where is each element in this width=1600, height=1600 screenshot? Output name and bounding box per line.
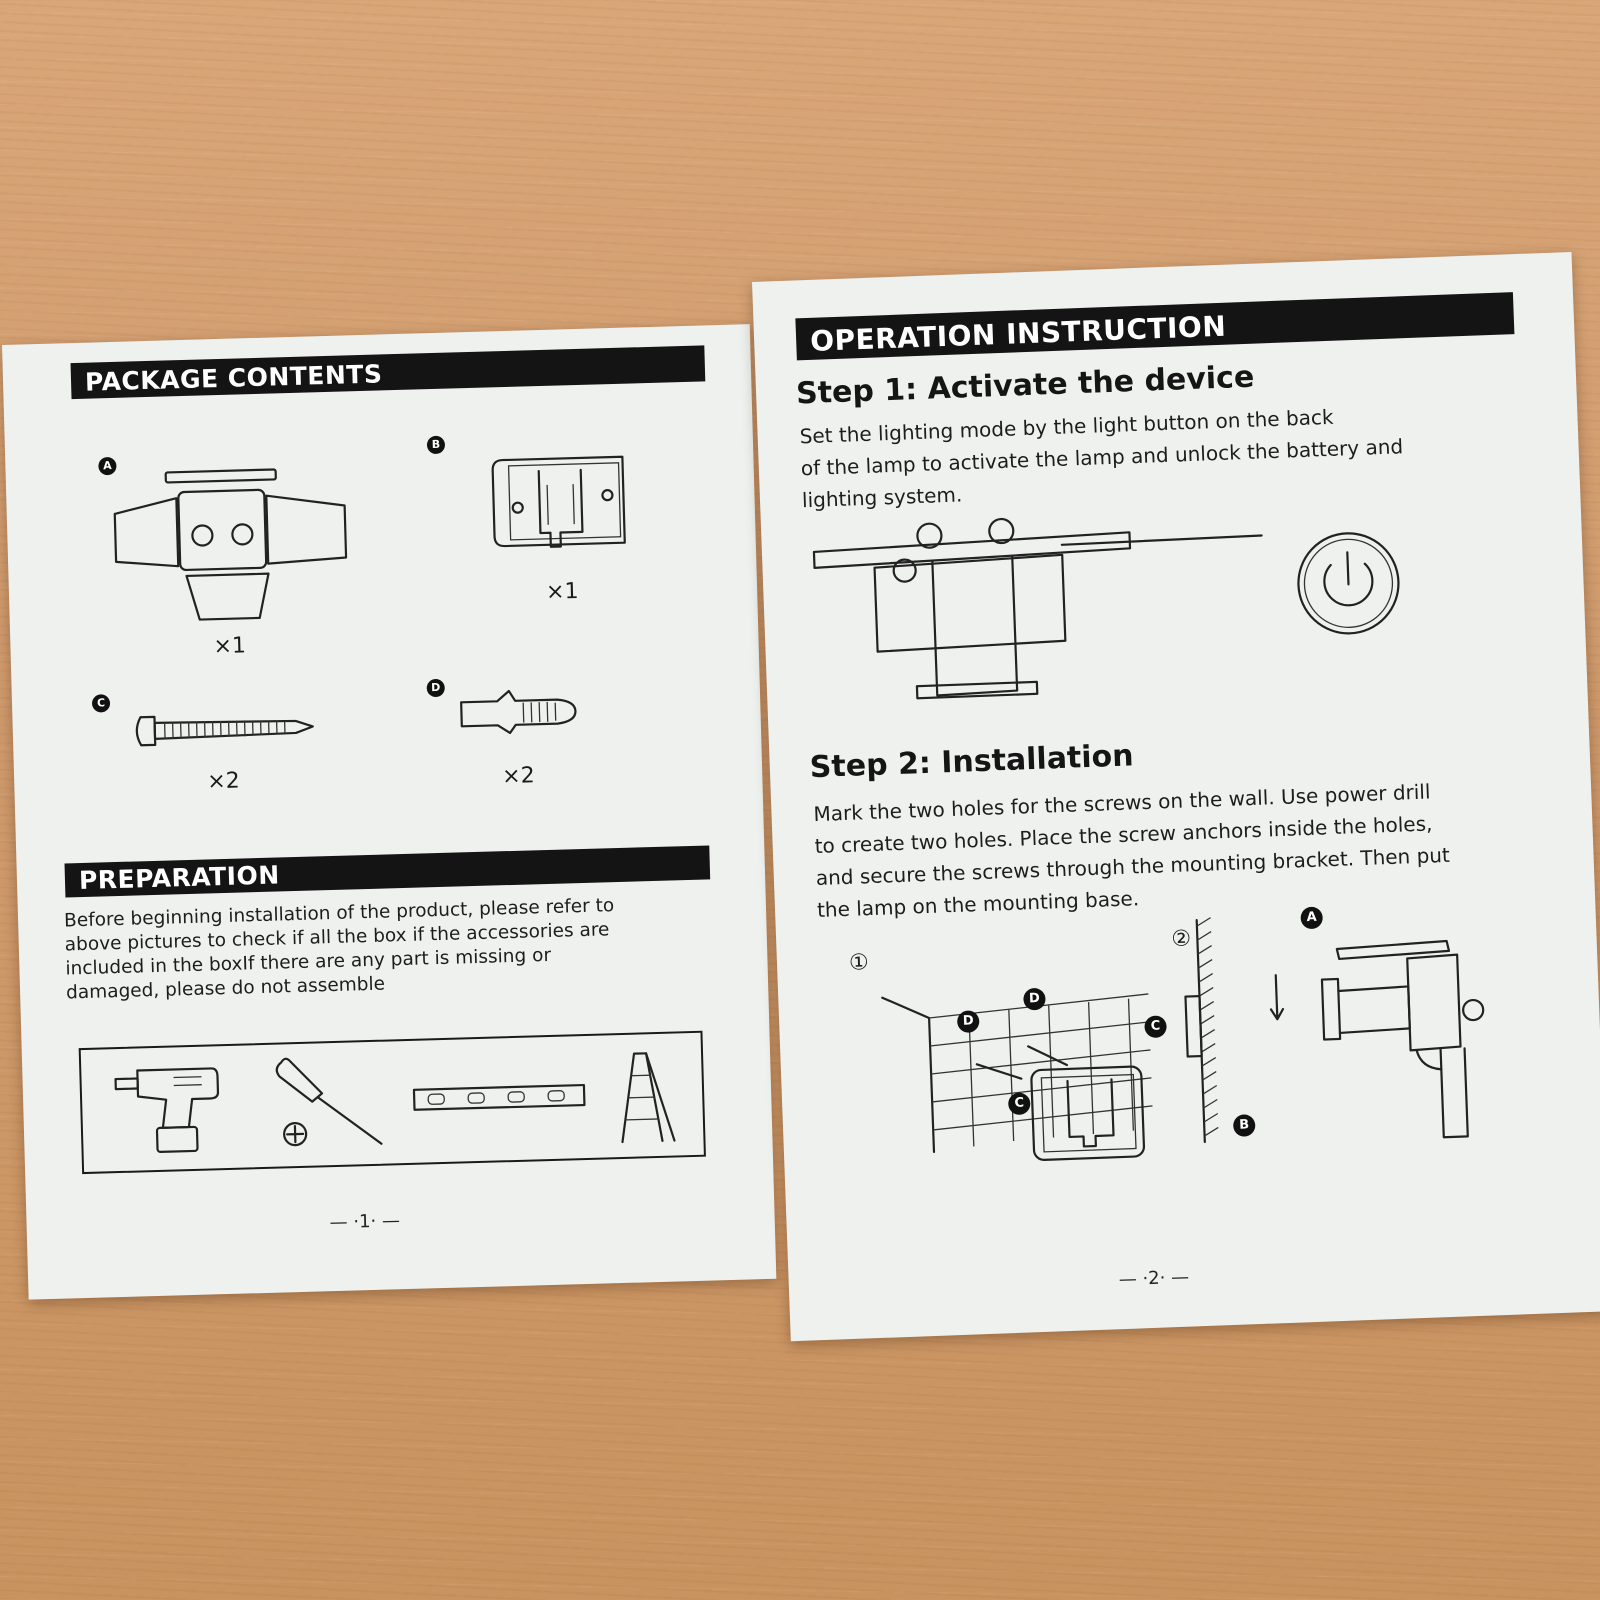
operation-instruction-title: OPERATION INSTRUCTION [809, 309, 1227, 358]
screwdriver-icon [275, 1057, 383, 1147]
ladder-icon [621, 1052, 676, 1144]
item-d-qty: ×2 [501, 763, 536, 790]
power-button-icon [1297, 532, 1400, 635]
step2-heading: Step 2: Installation [809, 738, 1135, 786]
item-d-anchor-icon [460, 689, 577, 735]
item-b-badge: B [426, 435, 446, 455]
preparation-title: PREPARATION [78, 860, 281, 896]
item-a-lamp-icon [113, 468, 348, 621]
wall-drilling-diagram [881, 993, 1153, 1161]
page-number-1: — ·1· — [329, 1210, 401, 1234]
down-arrow-icon [1269, 974, 1285, 1021]
preparation-text: Before beginning installation of the pro… [64, 891, 746, 1006]
figure-badge-b: B [1232, 1114, 1256, 1137]
step2-text: Mark the two holes for the screws on the… [813, 770, 1577, 926]
wall-section-diagram [1184, 917, 1219, 1144]
tools-box [78, 1030, 706, 1175]
package-contents-header: PACKAGE CONTENTS [70, 345, 706, 400]
item-c-badge: C [91, 694, 111, 713]
step1-heading: Step 1: Activate the device [795, 359, 1255, 412]
item-b-bracket-icon [491, 455, 626, 548]
item-c-qty: ×2 [206, 768, 241, 795]
manual-page-2: OPERATION INSTRUCTION Step 1: Activate t… [752, 251, 1600, 1342]
spirit-level-icon [412, 1083, 586, 1111]
figure-label-one: ① [848, 950, 870, 976]
step1-text: Set the lighting mode by the light butto… [799, 393, 1542, 516]
figure-badge-a: A [1300, 906, 1324, 930]
power-drill-icon [114, 1067, 220, 1153]
operation-instruction-header: OPERATION INSTRUCTION [795, 292, 1515, 361]
lamp-side-view-diagram [812, 517, 1263, 700]
manual-page-1: PACKAGE CONTENTS A ×1 B ×1 C ×2 D ×2 PRE [2, 324, 777, 1300]
item-b-qty: ×1 [545, 579, 579, 605]
item-d-badge: D [426, 678, 445, 698]
lamp-mount-diagram [1320, 939, 1485, 1139]
preparation-header: PREPARATION [64, 845, 711, 898]
item-a-qty: ×1 [213, 633, 247, 660]
page-number-2: — ·2· — [1118, 1266, 1190, 1291]
package-contents-title: PACKAGE CONTENTS [84, 359, 383, 397]
figure-badge-c1: C [1144, 1015, 1167, 1039]
item-c-screw-icon [135, 715, 314, 747]
